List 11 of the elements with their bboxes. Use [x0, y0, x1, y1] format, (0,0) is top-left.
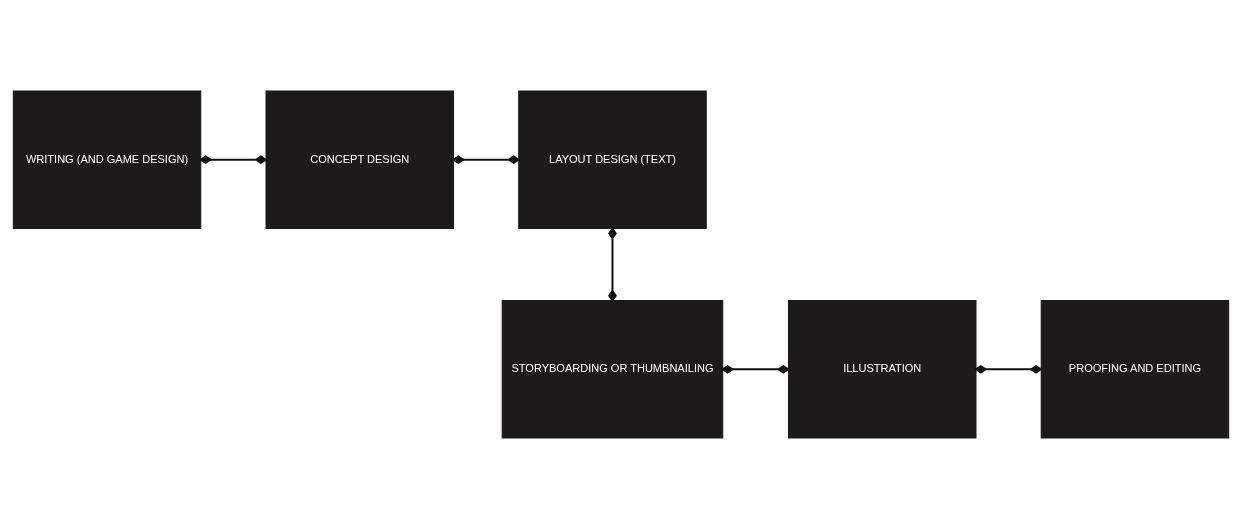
connector [721, 364, 791, 374]
connector [451, 154, 521, 164]
node-box: WRITING (AND GAME DESIGN) [12, 90, 202, 229]
node-box: STORYBOARDING OR THUMBNAILING [501, 299, 724, 438]
connector [974, 364, 1043, 374]
connector [608, 226, 617, 302]
node-box: LAYOUT DESIGN (TEXT) [518, 90, 707, 229]
connector [199, 154, 268, 164]
node-box: ILLUSTRATION [787, 299, 977, 438]
node-box: CONCEPT DESIGN [265, 90, 455, 229]
node-box: PROOFING AND EDITING [1040, 299, 1230, 438]
